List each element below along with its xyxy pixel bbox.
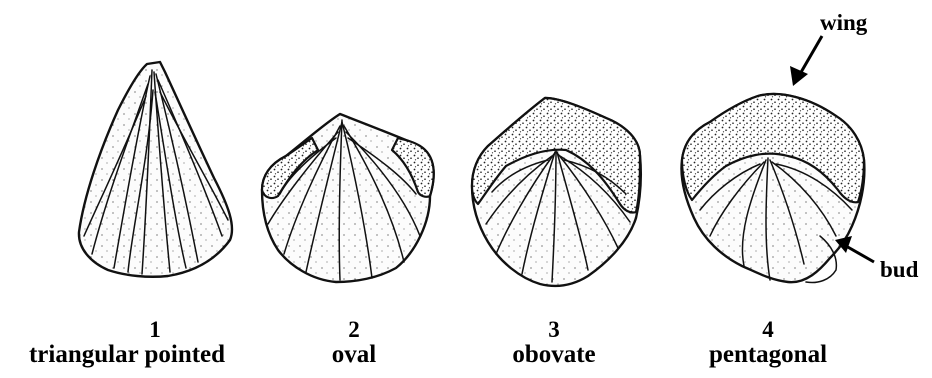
figure-name-1: triangular pointed — [29, 341, 225, 368]
figure-number-2: 2 — [348, 317, 360, 342]
wing-callout: wing — [790, 10, 868, 86]
bud-callout: bud — [835, 236, 919, 282]
caption-1: 1 triangular pointed — [29, 317, 225, 368]
caption-2: 2 oval — [332, 317, 377, 368]
figure-name-3: obovate — [512, 341, 595, 368]
figure-number-4: 4 — [762, 317, 774, 342]
seed-triangular-pointed — [79, 62, 232, 277]
figure-number-3: 3 — [548, 317, 560, 342]
figure-name-2: oval — [332, 341, 377, 368]
caption-3: 3 obovate — [512, 317, 595, 368]
bud-label: bud — [880, 257, 919, 282]
seed-oval — [262, 114, 434, 282]
wing-label: wing — [820, 10, 868, 35]
seed-obovate — [472, 98, 641, 286]
wing-arrow-head — [790, 66, 808, 86]
caption-4: 4 pentagonal — [709, 317, 827, 368]
bud-arrow — [846, 246, 874, 262]
figure-number-1: 1 — [149, 317, 161, 342]
seed-pentagonal — [682, 94, 865, 282]
wing-arrow — [800, 36, 822, 74]
figure-name-4: pentagonal — [709, 341, 827, 368]
